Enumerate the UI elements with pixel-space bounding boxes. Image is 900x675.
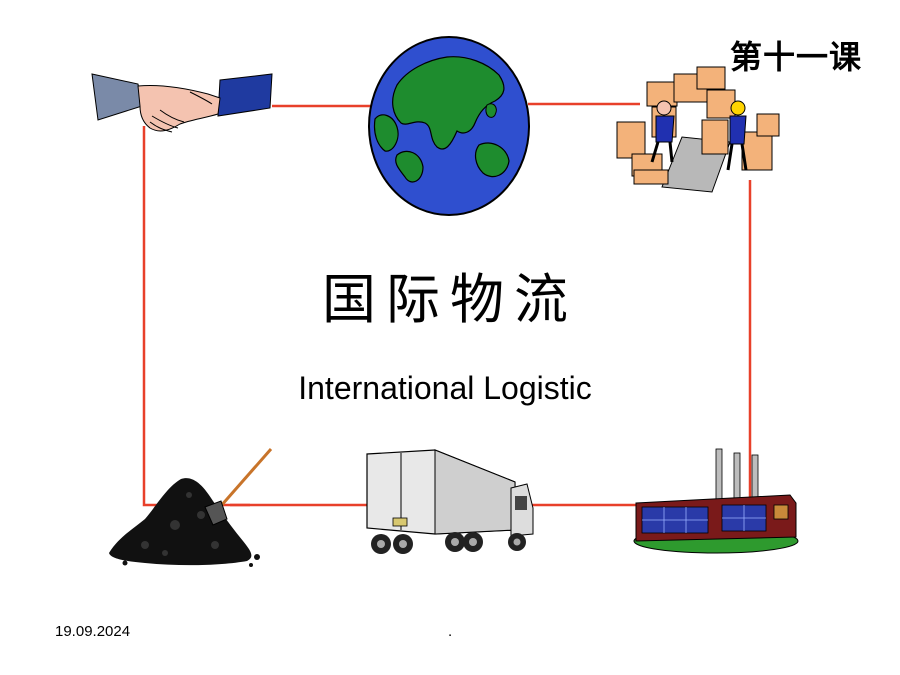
handshake-icon <box>91 73 273 133</box>
lesson-label: 第十一课 <box>730 38 863 76</box>
coal-pile-icon <box>109 448 273 567</box>
factory-icon <box>633 448 799 554</box>
page-subtitle: International Logistic <box>298 370 592 406</box>
page-title: 国际物流 <box>322 268 578 331</box>
footer-mark: . <box>448 623 453 640</box>
globe-icon <box>368 36 530 216</box>
warehouse-workers-icon <box>616 66 780 193</box>
truck-icon <box>366 449 534 554</box>
footer-date: 19.09.2024 <box>55 623 131 640</box>
